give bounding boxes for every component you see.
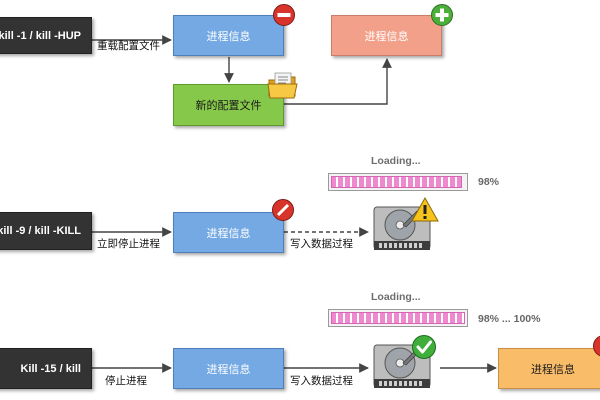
progress-bar-fill — [331, 176, 463, 188]
process-info-box: 进程信息 — [173, 348, 284, 389]
folder-document-icon — [267, 72, 298, 99]
minus-icon — [273, 4, 295, 26]
new-process-info-box: 进程信息 — [331, 15, 442, 56]
final-process-info-text: 进程信息 — [531, 363, 575, 376]
progress-percent: 98% — [478, 176, 500, 188]
command-text: kill -1 / kill -HUP — [0, 29, 81, 42]
write-data-label: 写入数据过程 — [290, 375, 353, 387]
arrow-config-to-new-process — [284, 58, 392, 105]
progress-bar — [328, 173, 468, 191]
check-icon — [412, 335, 436, 359]
loading-text: Loading... — [371, 155, 421, 167]
process-info-box: 进程信息 — [173, 15, 284, 56]
command-text: Kill -15 / kill — [20, 362, 81, 375]
progress-percent: 98% ... 100% — [478, 313, 541, 325]
loading-text: Loading... — [371, 291, 421, 303]
reload-config-label: 重载配置文件 — [97, 40, 160, 52]
progress-bar — [328, 309, 468, 327]
new-config-file-box: 新的配置文件 — [173, 84, 284, 126]
progress-bar-fill — [331, 312, 465, 324]
new-process-info-text: 进程信息 — [364, 30, 409, 43]
process-info-text: 进程信息 — [206, 363, 251, 376]
warning-icon — [411, 197, 439, 222]
stop-icon — [593, 335, 600, 357]
process-info-text: 进程信息 — [206, 227, 251, 240]
process-info-box: 进程信息 — [173, 212, 284, 253]
command-box-hup: kill -1 / kill -HUP — [0, 17, 92, 54]
stop-icon — [272, 199, 294, 221]
final-process-info-box: 进程信息 — [498, 348, 600, 389]
command-text: kill -9 / kill -KILL — [0, 225, 81, 237]
write-data-label: 写入数据过程 — [290, 238, 353, 250]
new-config-file-text: 新的配置文件 — [195, 100, 262, 112]
process-info-text: 进程信息 — [206, 30, 251, 43]
plus-icon — [431, 4, 453, 26]
command-box-kill-9: kill -9 / kill -KILL — [0, 212, 92, 250]
command-box-kill-15: Kill -15 / kill — [0, 348, 92, 389]
immediate-stop-label: 立即停止进程 — [97, 238, 160, 250]
stop-process-label: 停止进程 — [105, 375, 147, 387]
